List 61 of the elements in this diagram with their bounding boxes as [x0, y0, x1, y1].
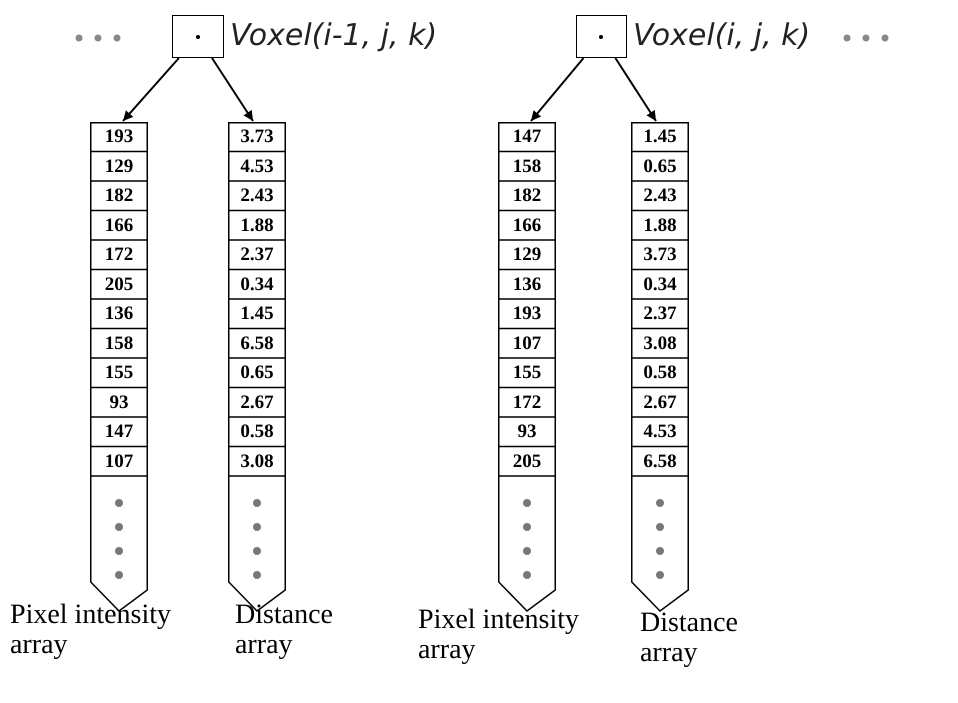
array-value: 0.34	[239, 274, 275, 296]
array-value: 172	[512, 392, 542, 414]
array-value: 136	[512, 274, 542, 296]
array-value: 155	[512, 362, 542, 384]
array-caption: Pixel intensity array	[10, 600, 172, 660]
array-value: 166	[104, 214, 134, 236]
voxel-box	[576, 15, 627, 58]
array-column	[631, 122, 689, 612]
array-value: 172	[104, 244, 134, 266]
array-value: 0.58	[239, 421, 275, 443]
voxel-box	[172, 15, 224, 58]
array-value: 1.45	[642, 126, 678, 148]
array-value: 136	[104, 303, 134, 325]
array-value: 4.53	[642, 421, 678, 443]
arrow	[530, 57, 584, 122]
array-value: 193	[512, 303, 542, 325]
array-caption: Distance array	[235, 600, 334, 660]
array-value: 205	[104, 274, 134, 296]
array-value: 3.73	[239, 126, 275, 148]
arrow	[211, 57, 254, 122]
array-value: 0.65	[642, 156, 678, 178]
array-value: 147	[104, 421, 134, 443]
array-value: 3.73	[642, 244, 678, 266]
array-value: 2.67	[642, 392, 678, 414]
array-value: 2.67	[239, 392, 275, 414]
array-value: 0.58	[642, 362, 678, 384]
arrow	[122, 57, 180, 122]
voxel-label: Voxel(i, j, k)	[633, 18, 810, 53]
array-value: 155	[104, 362, 134, 384]
array-value: 2.43	[642, 185, 678, 207]
array-value: 193	[104, 126, 134, 148]
array-value: 3.08	[239, 450, 275, 472]
array-value: 107	[104, 450, 134, 472]
array-value: 4.53	[239, 156, 275, 178]
array-value: 1.88	[642, 214, 678, 236]
array-caption: Distance array	[640, 608, 739, 668]
array-value: 158	[512, 156, 542, 178]
array-value: 2.43	[239, 185, 275, 207]
array-value: 129	[512, 244, 542, 266]
array-value: 0.65	[239, 362, 275, 384]
array-value: 1.88	[239, 214, 275, 236]
arrow	[614, 57, 657, 122]
array-value: 93	[516, 421, 538, 443]
array-value: 93	[108, 392, 130, 414]
array-value: 1.45	[239, 303, 275, 325]
array-caption: Pixel intensity array	[418, 605, 580, 665]
voxel-label: Voxel(i-1, j, k)	[230, 18, 438, 53]
array-value: 0.34	[642, 274, 678, 296]
array-value: 205	[512, 450, 542, 472]
array-value: 6.58	[642, 450, 678, 472]
array-value: 166	[512, 214, 542, 236]
array-value: 2.37	[642, 303, 678, 325]
array-value: 147	[512, 126, 542, 148]
array-value: 158	[104, 332, 134, 354]
array-value: 182	[512, 185, 542, 207]
array-value: 107	[512, 332, 542, 354]
array-value: 6.58	[239, 332, 275, 354]
array-value: 129	[104, 156, 134, 178]
array-value: 2.37	[239, 244, 275, 266]
array-value: 182	[104, 185, 134, 207]
array-value: 3.08	[642, 332, 678, 354]
